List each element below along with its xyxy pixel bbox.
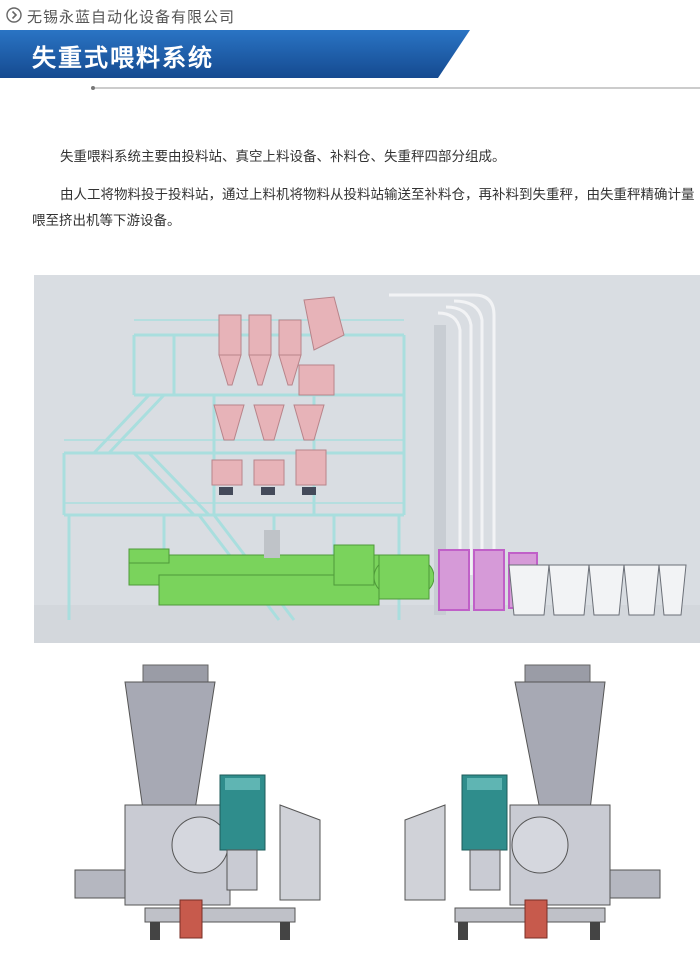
page-title: 失重式喂料系统 [32, 44, 214, 72]
feeding-system-illustration [34, 275, 700, 643]
process-paragraph: 由人工将物料投于投料站，通过上料机将物料从投料站输送至补料仓，再补料到失重秤，由… [32, 187, 695, 229]
company-name: 无锡永蓝自动化设备有限公司 [27, 8, 236, 26]
feeder-left-view [55, 660, 340, 960]
divider [91, 86, 700, 90]
chevron-circle-icon [6, 7, 22, 23]
feeder-right-view [400, 660, 680, 960]
title-banner [0, 30, 470, 78]
intro-paragraph: 失重喂料系统主要由投料站、真空上料设备、补料仓、失重秤四部分组成。 [60, 149, 506, 165]
company-header: 无锡永蓝自动化设备有限公司 [0, 0, 700, 30]
